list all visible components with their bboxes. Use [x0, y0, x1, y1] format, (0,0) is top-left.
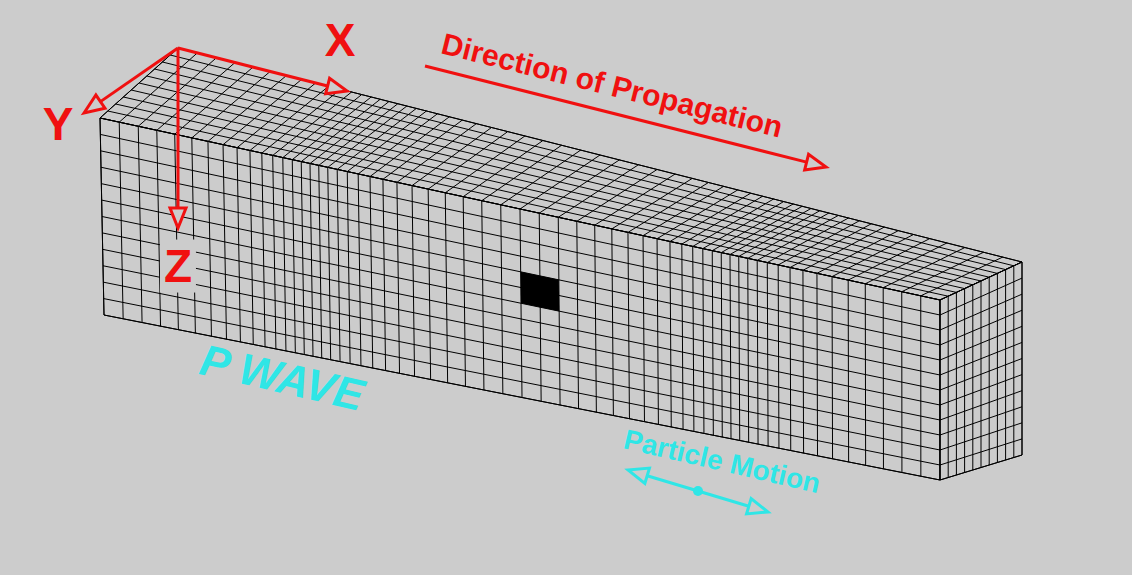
arrow-head — [326, 78, 347, 94]
block-grid — [100, 48, 1022, 480]
arrow-head — [628, 468, 649, 483]
arrow-head — [170, 208, 186, 228]
arrow-shaft — [100, 48, 178, 102]
grid-line — [101, 184, 940, 360]
block-faces — [100, 48, 1022, 480]
axis-label: Y — [43, 98, 74, 151]
grid-line — [956, 292, 957, 475]
grid-line — [147, 76, 989, 277]
arrow-head — [747, 499, 768, 514]
particle-dot — [693, 486, 703, 496]
grid-line — [103, 266, 940, 435]
grid-line — [981, 281, 982, 468]
grid-line — [123, 97, 964, 289]
grid-line — [1005, 270, 1006, 460]
grid-line — [1013, 266, 1014, 458]
grid-line — [100, 118, 940, 300]
arrow-shaft — [177, 48, 180, 208]
grid-line — [108, 111, 948, 296]
grid-line — [989, 277, 990, 465]
grid-line — [131, 90, 973, 285]
block-face — [940, 262, 1022, 480]
wave-title: P WAVE — [195, 335, 368, 422]
grid-line — [972, 285, 973, 470]
arrow-head — [805, 154, 826, 170]
grid-line — [155, 69, 998, 273]
grid-line — [1022, 262, 1023, 455]
arrow-head — [84, 95, 105, 113]
grid-line — [104, 315, 940, 480]
grid-line — [948, 296, 949, 477]
grid-line — [139, 83, 981, 281]
axis-label: X — [325, 14, 356, 67]
grid-line — [104, 299, 940, 465]
arrow-shaft — [178, 48, 328, 86]
grid-line — [964, 289, 965, 473]
grid-line — [103, 249, 940, 420]
grid-line — [103, 282, 940, 450]
motion-label: Particle Motion — [621, 424, 824, 501]
grid-line — [940, 300, 941, 480]
grid-line — [940, 300, 941, 480]
grid-line — [997, 273, 998, 462]
axis-label: Z — [160, 240, 196, 293]
propagation-label: Direction of Propagation — [438, 27, 786, 145]
grid-line — [116, 104, 957, 292]
